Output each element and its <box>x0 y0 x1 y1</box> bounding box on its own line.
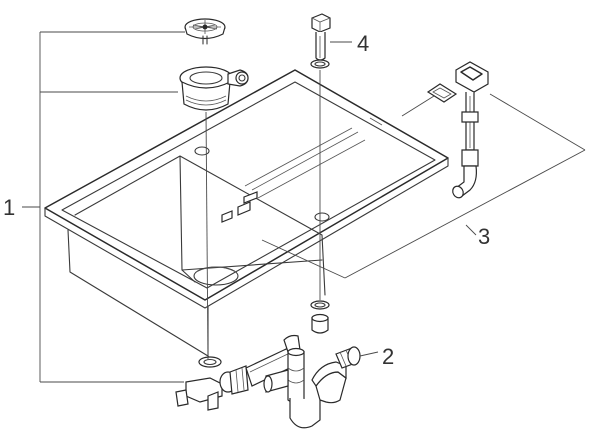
outlet-elbow <box>175 365 249 411</box>
waste-connector <box>198 300 330 368</box>
drain-fitting <box>179 66 249 111</box>
strainer-basket <box>184 18 226 45</box>
leader-lines <box>22 31 586 383</box>
siphon-trap <box>245 334 361 429</box>
callout-4: 4 <box>357 31 369 56</box>
callout-2: 2 <box>382 344 394 369</box>
callout-1: 1 <box>3 195 15 220</box>
overflow-set <box>426 61 489 199</box>
tap-hole-plug <box>310 13 331 69</box>
sink-basin <box>44 69 449 361</box>
callout-3: 3 <box>478 224 490 249</box>
